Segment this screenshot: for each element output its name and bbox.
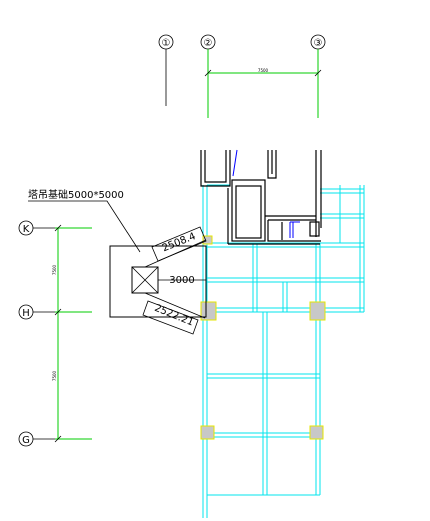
- blue-details: [232, 149, 300, 238]
- column-markers: [200, 235, 326, 440]
- tower-label-leader: [28, 200, 141, 253]
- axis-bubble-1[interactable]: ①: [158, 34, 174, 50]
- left-dimension-upper-text: 7500: [52, 264, 57, 275]
- svg-text:①: ①: [162, 38, 171, 49]
- axis-bubble-k[interactable]: K: [18, 220, 34, 236]
- column: [202, 235, 213, 245]
- left-dimension: 7500 7500: [52, 224, 92, 443]
- left-dimension-lower-text: 7500: [52, 370, 57, 381]
- svg-text:②: ②: [204, 38, 213, 49]
- top-dimension-text: 7500: [258, 68, 269, 73]
- svg-text:③: ③: [314, 38, 323, 49]
- svg-text:G: G: [22, 435, 30, 446]
- building-outline: [200, 150, 322, 245]
- column: [309, 301, 326, 321]
- dim-horizontal: 3000: [169, 275, 194, 286]
- tower-label: 塔吊基础5000*5000: [28, 188, 124, 201]
- column: [309, 425, 324, 440]
- column: [200, 425, 215, 440]
- tower-crane-foundation[interactable]: [109, 226, 207, 335]
- axis-bubble-h[interactable]: H: [18, 304, 34, 320]
- axis-bubble-g[interactable]: G: [18, 431, 34, 447]
- svg-text:H: H: [22, 308, 30, 319]
- axis-bubble-2[interactable]: ②: [200, 34, 216, 50]
- svg-text:K: K: [23, 224, 30, 235]
- axis-bubble-3[interactable]: ③: [310, 34, 326, 50]
- column: [200, 301, 217, 321]
- structural-grid: [202, 184, 365, 518]
- dim-diag-upper: 2508.4: [161, 231, 198, 254]
- dim-diag-lower: 2522.21: [153, 303, 195, 329]
- top-dimension: 7500: [204, 49, 322, 118]
